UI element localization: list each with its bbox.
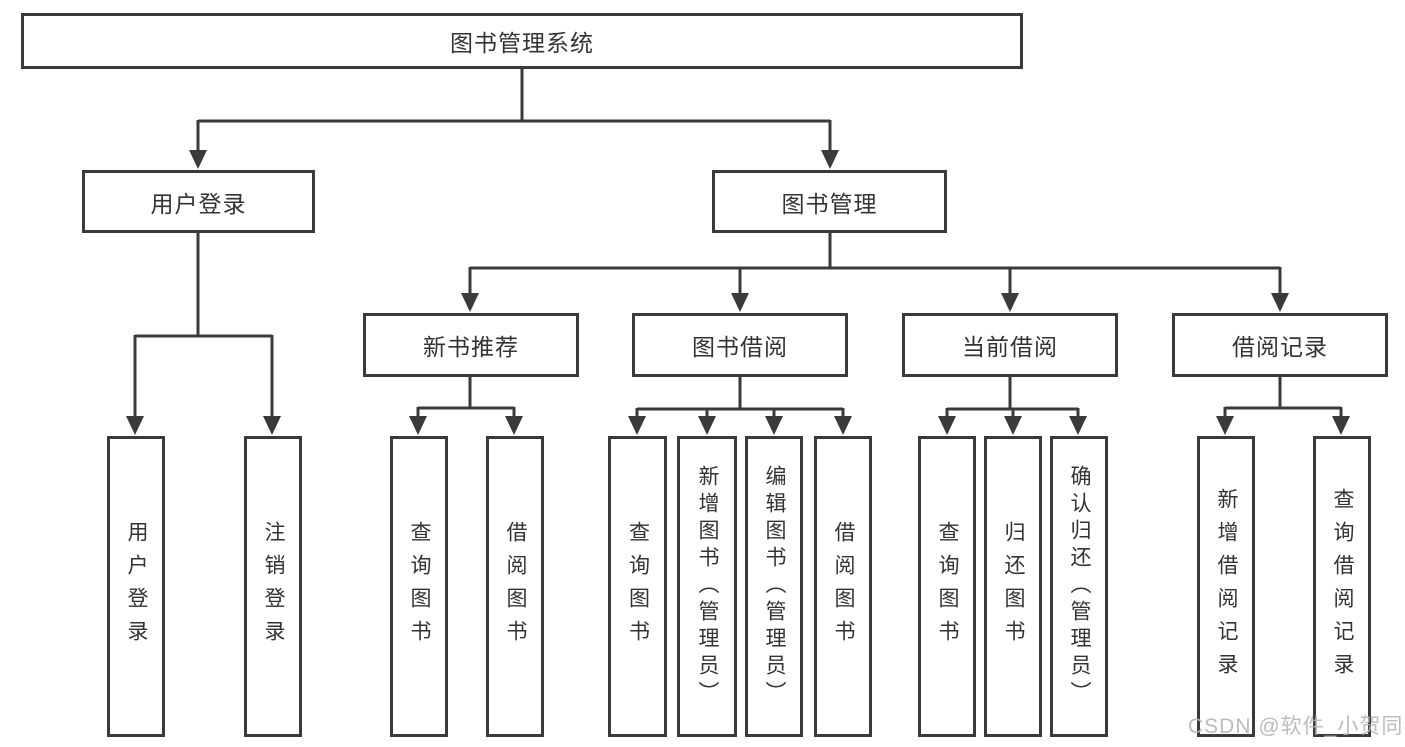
node-borrowing-records: 借阅记录	[1172, 313, 1388, 377]
leaf-edit-books-admin: 编辑图书（管理员）	[745, 436, 803, 737]
leaf-borrow-books-borrowing: 借阅图书	[814, 436, 872, 737]
node-book-borrowing: 图书借阅	[632, 313, 848, 377]
leaf-add-books-admin: 新增图书（管理员）	[677, 436, 737, 737]
leaf-query-books-recommend: 查询图书	[390, 436, 448, 737]
leaf-borrow-books-recommend: 借阅图书	[486, 436, 544, 737]
node-library-management-system: 图书管理系统	[21, 13, 1023, 69]
leaf-logout: 注销登录	[244, 436, 302, 737]
node-new-book-recommendation: 新书推荐	[363, 313, 579, 377]
leaf-confirm-return-admin: 确认归还（管理员）	[1050, 436, 1108, 737]
node-book-management: 图书管理	[712, 170, 947, 233]
leaf-query-books-borrowing: 查询图书	[608, 436, 667, 737]
leaf-user-login: 用户登录	[107, 436, 165, 737]
node-current-borrowing: 当前借阅	[902, 313, 1118, 377]
watermark: CSDN @软件_小贺同学	[1188, 715, 1405, 738]
leaf-query-borrow-record: 查询借阅记录	[1313, 436, 1371, 737]
leaf-return-books: 归还图书	[984, 436, 1042, 737]
leaf-add-borrow-record: 新增借阅记录	[1197, 436, 1255, 737]
arrowhead-icons	[126, 150, 1350, 435]
leaf-query-books-current: 查询图书	[918, 436, 976, 737]
node-user-login: 用户登录	[82, 170, 315, 233]
